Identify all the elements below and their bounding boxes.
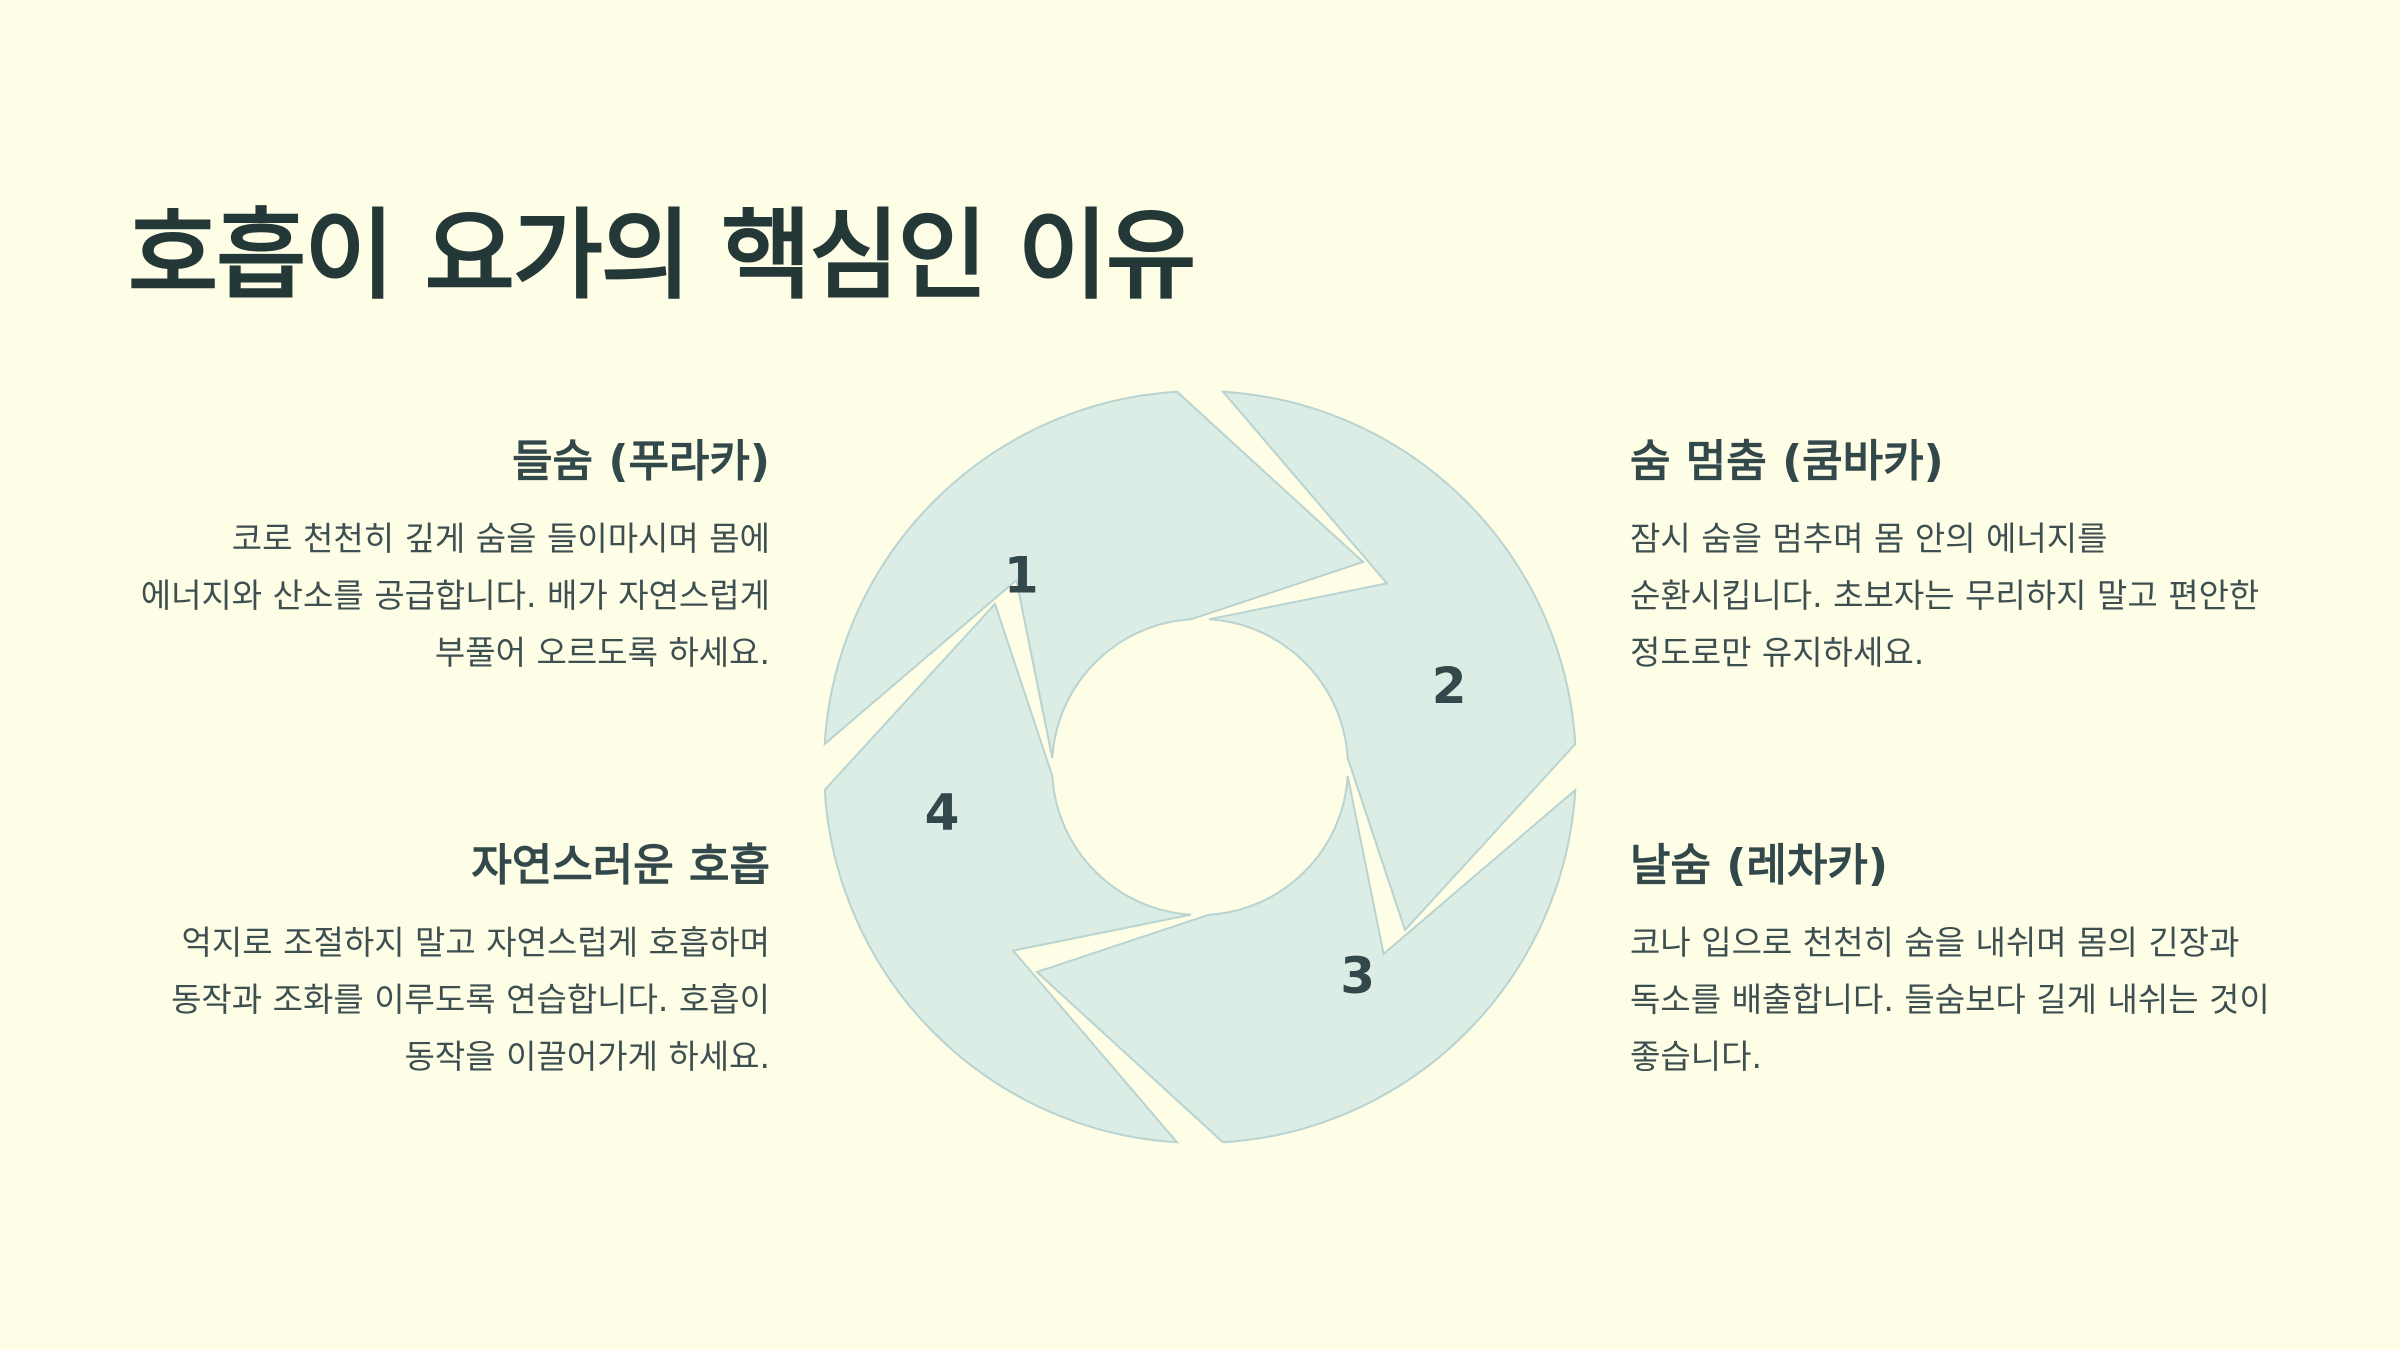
step-1-heading: 들숨 (푸라카) [512, 436, 770, 487]
step-4-body: 억지로 조절하지 말고 자연스럽게 호흡하며 동작과 조화를 이루도록 연습합니… [171, 923, 770, 1076]
cycle-segment-3 [823, 601, 1192, 1144]
cycle-step-number-2: 2 [1432, 657, 1467, 715]
step-1-body: 코로 천천히 깊게 숨을 들이마시며 몸에 에너지와 산소를 공급합니다. 배가… [140, 519, 770, 672]
step-3-body: 코나 입으로 천천히 숨을 내쉬며 몸의 긴장과 독소를 배출합니다. 들숨보다… [1630, 923, 2270, 1076]
step-2-body: 잠시 숨을 멈추며 몸 안의 에너지를 순환시킵니다. 초보자는 무리하지 말고… [1630, 519, 2260, 672]
cycle-segment-1 [1208, 390, 1577, 933]
cycle-segments [823, 390, 1577, 1144]
cycle-step-number-1: 1 [1004, 546, 1039, 604]
step-1-description: 들숨 (푸라카) 코로 천천히 깊게 숨을 들이마시며 몸에 에너지와 산소를 … [130, 432, 770, 681]
step-3-heading: 날숨 (레차카) [1630, 840, 1888, 891]
cycle-step-numbers: 1 2 3 4 [925, 546, 1467, 1005]
cycle-step-number-3: 3 [1340, 947, 1375, 1005]
cycle-step-number-4: 4 [925, 784, 960, 842]
step-4-heading: 자연스러운 호흡 [471, 840, 770, 891]
page-title: 호흡이 요가의 핵심인 이유 [128, 199, 1196, 313]
step-2-heading: 숨 멈춤 (쿰바카) [1630, 436, 1944, 487]
step-4-description: 자연스러운 호흡 억지로 조절하지 말고 자연스럽게 호흡하며 동작과 조화를 … [130, 836, 770, 1085]
cycle-segment-2 [1034, 775, 1577, 1144]
step-3-description: 날숨 (레차카) 코나 입으로 천천히 숨을 내쉬며 몸의 긴장과 독소를 배출… [1630, 836, 2270, 1085]
cycle-segment-4 [823, 390, 1366, 759]
step-2-description: 숨 멈춤 (쿰바카) 잠시 숨을 멈추며 몸 안의 에너지를 순환시킵니다. 초… [1630, 432, 2270, 681]
